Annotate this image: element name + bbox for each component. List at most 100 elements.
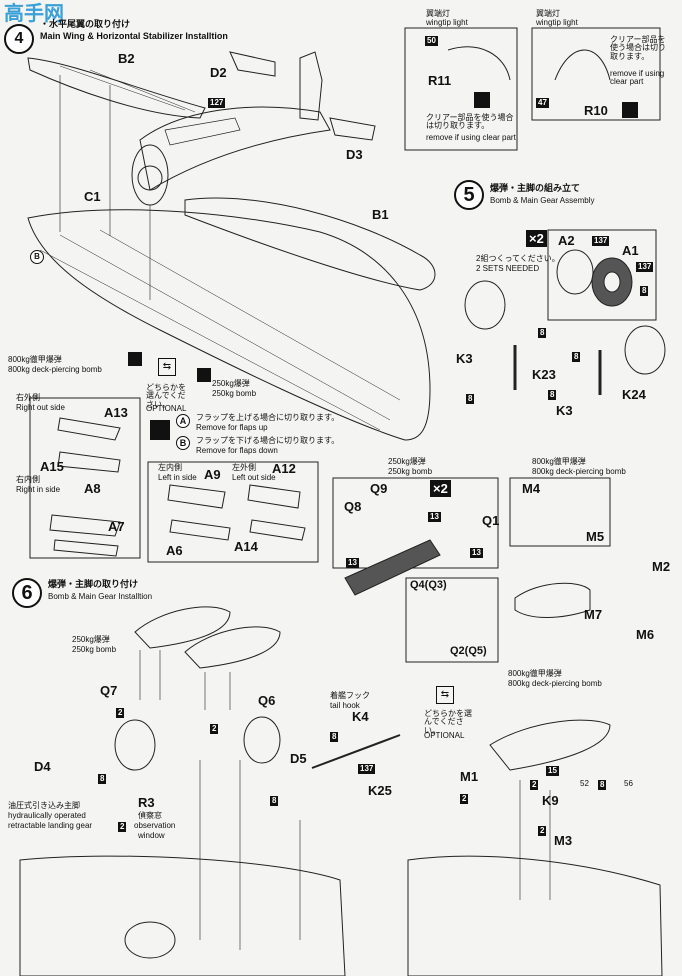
flap-down-jp: フラップを下げる場合に切り取ります。 [196,436,340,445]
part-A15: A15 [40,459,64,474]
part-C1: C1 [84,189,101,204]
number-8: 8 [640,286,649,296]
part-K3: K3 [456,351,473,366]
part-R10: R10 [584,103,608,118]
optional-label: OPTIONAL [146,404,187,413]
tail-hook-en: tail hook [330,701,360,710]
part-Q2-Q5: Q2(Q5) [450,645,487,657]
part-M7: M7 [584,607,603,622]
number-2: 2 [530,780,539,790]
number-8: 8 [466,394,475,404]
part-K4: K4 [352,709,369,724]
bomb800-note-en: 800kg deck-piercing bomb [8,365,102,374]
step-6-title-jp: 爆弾・主脚の取り付け [48,579,139,589]
wingtip-2-clear-en: remove if using clear part [610,69,665,87]
step6-bomb800-en: 800kg deck-piercing bomb [508,679,602,688]
number-2: 2 [460,794,469,804]
flap-down-en: Remove for flaps down [196,446,278,455]
part-R3: R3 [138,795,155,810]
part-M4: M4 [522,481,541,496]
part-K9: K9 [542,793,559,808]
bomb800-assembly-jp: 800kg徹甲爆弾 [532,457,586,466]
watermark: 高手网 [4,3,64,25]
number-52: 52 [580,779,589,788]
number-8: 8 [572,352,581,362]
wingtip-2-jp: 翼端灯 [536,9,560,18]
wingtip-1-en: wingtip light [426,18,468,27]
wingtip-1-jp: 翼端灯 [426,9,450,18]
number-8: 8 [538,328,547,338]
part-A1: A1 [622,243,639,258]
number-13: 13 [346,558,359,568]
number-2: 2 [210,724,219,734]
landing-gear-jp: 油圧式引き込み主脚 [8,801,80,810]
bomb250-assembly-en: 250kg bomb [388,467,433,476]
right-in-jp: 右内側 [16,475,40,484]
observation-window-en2: window [138,831,165,840]
times-2-badge: ×2 [430,480,451,497]
part-R11: R11 [428,73,452,88]
right-out-jp: 右外側 [16,393,40,402]
number-50: 50 [425,36,438,46]
number-15: 15 [546,766,559,776]
left-in-jp: 左内側 [158,463,182,472]
right-out-en: Right out side [16,403,65,412]
part-D5: D5 [290,751,307,766]
either-jp: どちらかを選んでください。 [146,383,186,409]
number-8: 8 [598,780,607,790]
arrows-icon: ⇆ [158,358,176,376]
part-K23: K23 [532,367,556,382]
part-A13: A13 [104,405,128,420]
number-13: 13 [470,548,483,558]
part-Q7: Q7 [100,683,118,698]
part-A2: A2 [558,233,575,248]
part-K3-right: K3 [556,403,573,418]
scissors-icon [197,368,211,382]
part-A12: A12 [272,461,296,476]
part-A9: A9 [204,467,221,482]
cut-icon [622,102,638,118]
part-Q6: Q6 [258,693,276,708]
part-M2: M2 [652,559,671,574]
bomb250-assembly-jp: 250kg爆弾 [388,457,426,466]
step-4-title-en: Main Wing & Horizontal Stabilizer Instal… [40,31,228,41]
marker-B: B [176,436,190,450]
step6-either-jp: どちらかを選んでください。 [424,709,472,735]
wingtip-2-en: wingtip light [536,18,578,27]
bomb250-note-jp: 250kg爆弾 [212,379,250,388]
bomb250-note-en: 250kg bomb [212,389,257,398]
left-in-en: Left in side [158,473,197,482]
step6-bomb800-jp: 800kg徹甲爆弾 [508,669,562,678]
part-A6: A6 [166,543,183,558]
flap-up-jp: フラップを上げる場合に切り取ります。 [196,413,340,422]
step6-bomb250-jp: 250kg爆弾 [72,635,110,644]
observation-window-jp: 偵察窓 [138,811,162,820]
wingtip-2-clear-jp: クリアー部品を使う場合は切り取ります。 [610,35,666,61]
part-Q4-Q3: Q4(Q3) [410,579,447,591]
number-2: 2 [118,822,127,832]
arrows-icon: ⇆ [436,686,454,704]
bomb800-note-jp: 800kg徹甲爆弾 [8,355,62,364]
step-5-badge: 5 [454,180,484,210]
observation-window-en1: observation [134,821,176,830]
number-8: 8 [270,796,279,806]
tail-hook-jp: 着艦フック [330,691,370,700]
number-56: 56 [624,779,633,788]
part-D4: D4 [34,759,51,774]
scissors-icon [128,352,142,366]
bomb800-assembly-en: 800kg deck-piercing bomb [532,467,626,476]
flap-up-en: Remove for flaps up [196,423,268,432]
step6-optional: OPTIONAL [424,731,465,740]
part-M3: M3 [554,833,573,848]
make-2-jp: 2組つくってください。 [476,254,560,263]
part-D2: D2 [210,65,227,80]
landing-gear-en2: retractable landing gear [8,821,93,830]
step-4-title-jp: ・水平尾翼の取り付け [40,19,131,29]
part-M5: M5 [586,529,605,544]
number-137: 137 [636,262,654,272]
part-Q8: Q8 [344,499,362,514]
part-Q1: Q1 [482,513,500,528]
part-A7: A7 [108,519,125,534]
step-5-title-en: Bomb & Main Gear Assembly [490,196,595,205]
